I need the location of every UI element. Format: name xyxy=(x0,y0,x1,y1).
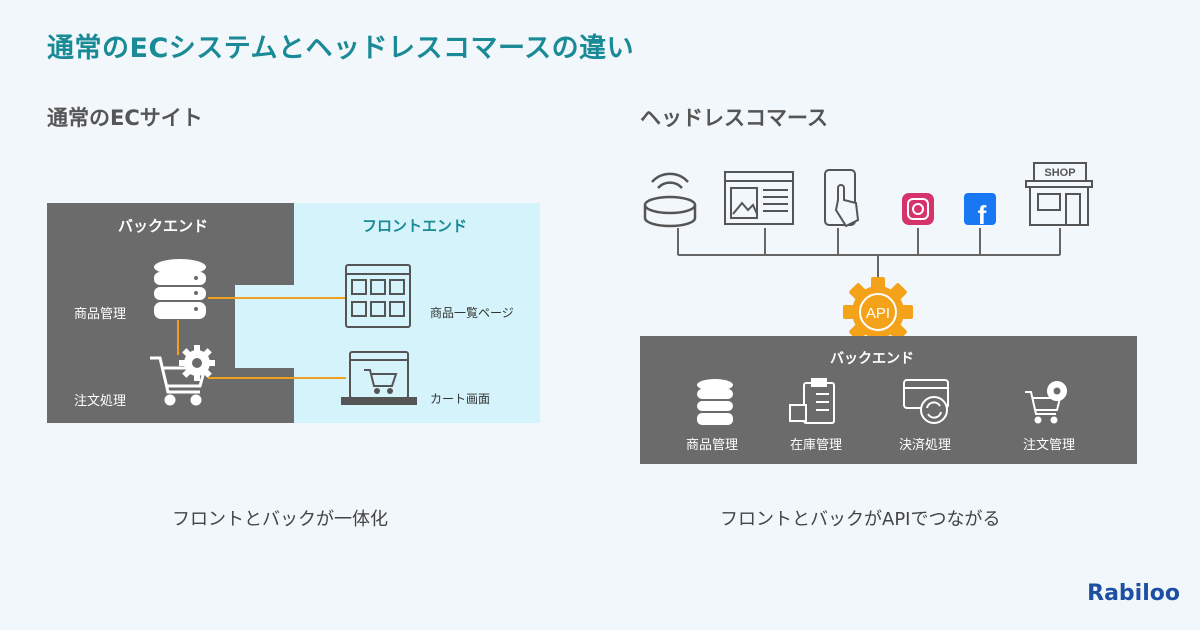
instagram-icon xyxy=(902,193,934,225)
svg-text:f: f xyxy=(978,200,987,230)
brand-logo: Rabiloo xyxy=(1087,581,1180,606)
right-caption: フロントとバックがAPIでつながる xyxy=(720,509,1001,530)
right-item-order-mgmt: 注文管理 xyxy=(1023,438,1076,453)
left-backend-label: バックエンド xyxy=(118,217,209,235)
api-gear-icon xyxy=(843,277,913,347)
facebook-icon: f xyxy=(964,193,996,230)
label-product-list-page: 商品一覧ページ xyxy=(430,306,514,320)
left-frontend-panel xyxy=(235,203,540,423)
left-heading: 通常のECサイト xyxy=(47,106,203,130)
api-label: API xyxy=(866,305,890,322)
product-grid-icon xyxy=(345,264,411,328)
label-order-processing: 注文処理 xyxy=(74,394,127,409)
order-mgmt-icon xyxy=(1025,381,1067,424)
inventory-db-icon xyxy=(697,379,733,425)
smartphone-touch-icon xyxy=(824,169,860,228)
shop-icon xyxy=(1025,162,1093,226)
label-product-mgmt: 商品管理 xyxy=(74,307,127,322)
database-icon xyxy=(154,259,206,319)
page-title: 通常のECシステムとヘッドレスコマースの違い xyxy=(47,33,635,64)
right-backend-label: バックエンド xyxy=(830,351,914,367)
shop-sign-text: SHOP xyxy=(1044,167,1075,179)
label-cart-screen: カート画面 xyxy=(430,392,491,406)
browser-icon xyxy=(724,171,794,225)
right-item-payment: 決済処理 xyxy=(899,438,952,453)
inventory-icon xyxy=(789,378,835,424)
right-heading: ヘッドレスコマース xyxy=(640,106,828,130)
laptop-cart-icon xyxy=(341,351,417,405)
payment-icon xyxy=(903,379,949,424)
gear-icon xyxy=(179,345,215,381)
right-item-product-mgmt: 商品管理 xyxy=(686,438,739,453)
cart-gear-icon xyxy=(150,356,207,406)
right-item-inventory-mgmt: 在庫管理 xyxy=(790,438,843,453)
left-caption: フロントとバックが一体化 xyxy=(172,509,388,530)
left-frontend-label: フロントエンド xyxy=(362,217,468,235)
smart-speaker-icon xyxy=(643,172,697,228)
